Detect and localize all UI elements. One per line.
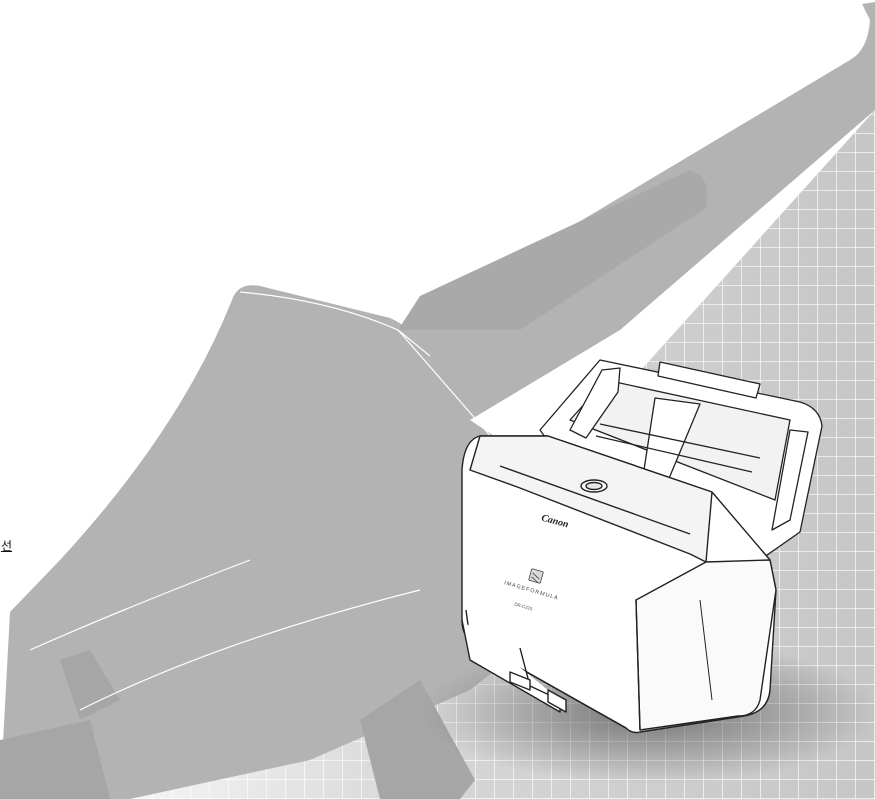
side-label: 선 (0, 539, 12, 553)
imageformula-logo (528, 568, 544, 584)
scanner-body (461, 435, 777, 734)
feed-tray (539, 359, 823, 561)
silhouette-outline (29, 19, 861, 711)
